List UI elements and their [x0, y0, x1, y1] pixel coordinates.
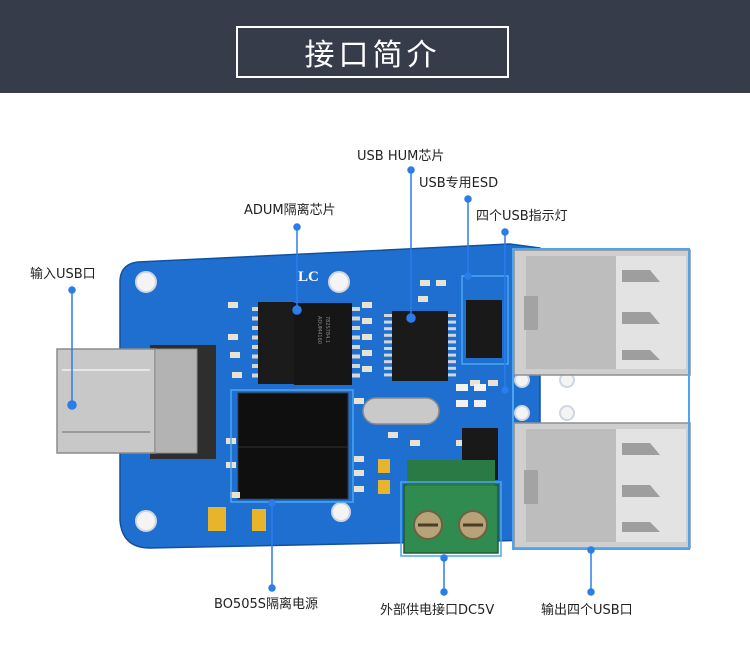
- chip-pin: [352, 316, 360, 321]
- smd-component: [354, 470, 364, 476]
- chip-pin: [448, 353, 456, 357]
- mount-hole: [559, 405, 575, 421]
- smd-component: [362, 318, 372, 324]
- chip-pin: [384, 340, 392, 344]
- chip-pin: [448, 366, 456, 370]
- chip-pin: [384, 333, 392, 337]
- usb-hub-chip: [392, 311, 448, 381]
- smd-component: [418, 296, 428, 302]
- chip-pin: [384, 347, 392, 350]
- chip-pin: [252, 373, 258, 378]
- smd-component: [230, 352, 240, 358]
- smd-component: [410, 440, 420, 446]
- chip-pin: [384, 327, 392, 331]
- usb-a-output-connectors: [513, 249, 691, 549]
- chip-pin: [448, 347, 456, 350]
- label-external-dc: 外部供电接口DC5V: [380, 603, 495, 618]
- smd-component: [388, 432, 398, 438]
- chip-pin: [384, 320, 392, 324]
- chip-pin: [252, 307, 258, 311]
- chip-pin: [448, 320, 456, 324]
- smd-component: [470, 380, 480, 386]
- chip-pin: [384, 366, 392, 370]
- hub-pins: [384, 314, 456, 377]
- power-highlight: [230, 389, 354, 503]
- mount-hole: [514, 405, 530, 421]
- smd-component: [354, 486, 364, 492]
- chip-pin: [252, 335, 258, 340]
- chip-pin: [252, 316, 258, 321]
- tantalum-cap: [378, 459, 390, 473]
- adum-chip: ADUM4160 782S784.1: [294, 303, 352, 385]
- smd-component: [232, 372, 242, 378]
- esd-highlight: [461, 275, 509, 365]
- mount-hole: [135, 271, 157, 293]
- tantalum-cap: [378, 480, 390, 494]
- chip-pin: [352, 373, 360, 378]
- buffer-chip: [258, 302, 294, 384]
- label-bo505s-power: BO505S隔离电源: [214, 597, 318, 612]
- chip-pin: [448, 360, 456, 364]
- smd-component: [488, 380, 498, 386]
- header-banner: 接口简介: [0, 0, 750, 93]
- usb-b-input-connector: [56, 345, 216, 459]
- chip-pin: [448, 314, 456, 317]
- label-usb-input: 输入USB口: [30, 267, 96, 282]
- smd-component: [362, 334, 372, 340]
- chip-pin: [352, 307, 360, 311]
- label-usb-esd: USB专用ESD: [419, 176, 499, 191]
- dc-highlight: [400, 481, 502, 557]
- smd-component: [228, 334, 238, 340]
- smd-component: [228, 302, 238, 308]
- chip-pin: [352, 364, 360, 368]
- dc-terminal-block: [403, 460, 499, 554]
- silk-logo: LC: [298, 269, 319, 285]
- smd-component: [456, 440, 466, 446]
- smd-component: [230, 492, 240, 498]
- label-usb-indicators: 四个USB指示灯: [476, 209, 568, 224]
- chip-pin: [352, 326, 360, 330]
- smd-component: [362, 350, 372, 356]
- chip-pin: [384, 314, 392, 317]
- label-adum-isolation: ADUM隔离芯片: [244, 203, 336, 218]
- chip-pin: [448, 333, 456, 337]
- esd-chip: [466, 300, 502, 358]
- chip-pin: [384, 373, 392, 377]
- tantalum-cap: [208, 507, 226, 531]
- chip-pin: [252, 326, 258, 330]
- bo505s-module: [237, 392, 349, 500]
- chip-pin: [448, 373, 456, 377]
- smd-component: [354, 456, 364, 462]
- label-usb-outputs: 输出四个USB口: [541, 603, 633, 618]
- usb-indicator-leds: [456, 384, 486, 407]
- smd-component: [436, 280, 446, 286]
- chip-pin: [352, 345, 360, 349]
- chip-pin: [252, 364, 258, 368]
- usb-outputs-highlight: [512, 248, 690, 550]
- mount-hole: [331, 502, 351, 522]
- mount-hole: [328, 271, 350, 293]
- smd-component: [362, 366, 372, 372]
- chip-pin: [252, 354, 258, 359]
- svg-text:ADUM4160: ADUM4160: [316, 316, 322, 344]
- callout-leaders: [67, 166, 595, 596]
- page-title: 接口简介: [236, 26, 509, 78]
- chip-pin: [352, 335, 360, 340]
- label-usb-hub-chip: USB HUM芯片: [357, 149, 445, 164]
- smd-component: [420, 280, 430, 286]
- crystal-oscillator: [362, 397, 440, 425]
- chip-pin: [448, 327, 456, 331]
- chip-pin: [352, 354, 360, 359]
- svg-text:782S784.1: 782S784.1: [324, 316, 330, 343]
- smd-component: [362, 302, 372, 308]
- chip-pin: [384, 360, 392, 364]
- mount-hole: [135, 510, 157, 532]
- chip-pin: [252, 345, 258, 349]
- chip-pin: [448, 340, 456, 344]
- chip-pin: [384, 353, 392, 357]
- tantalum-cap: [252, 509, 266, 531]
- smd-component: [354, 398, 364, 404]
